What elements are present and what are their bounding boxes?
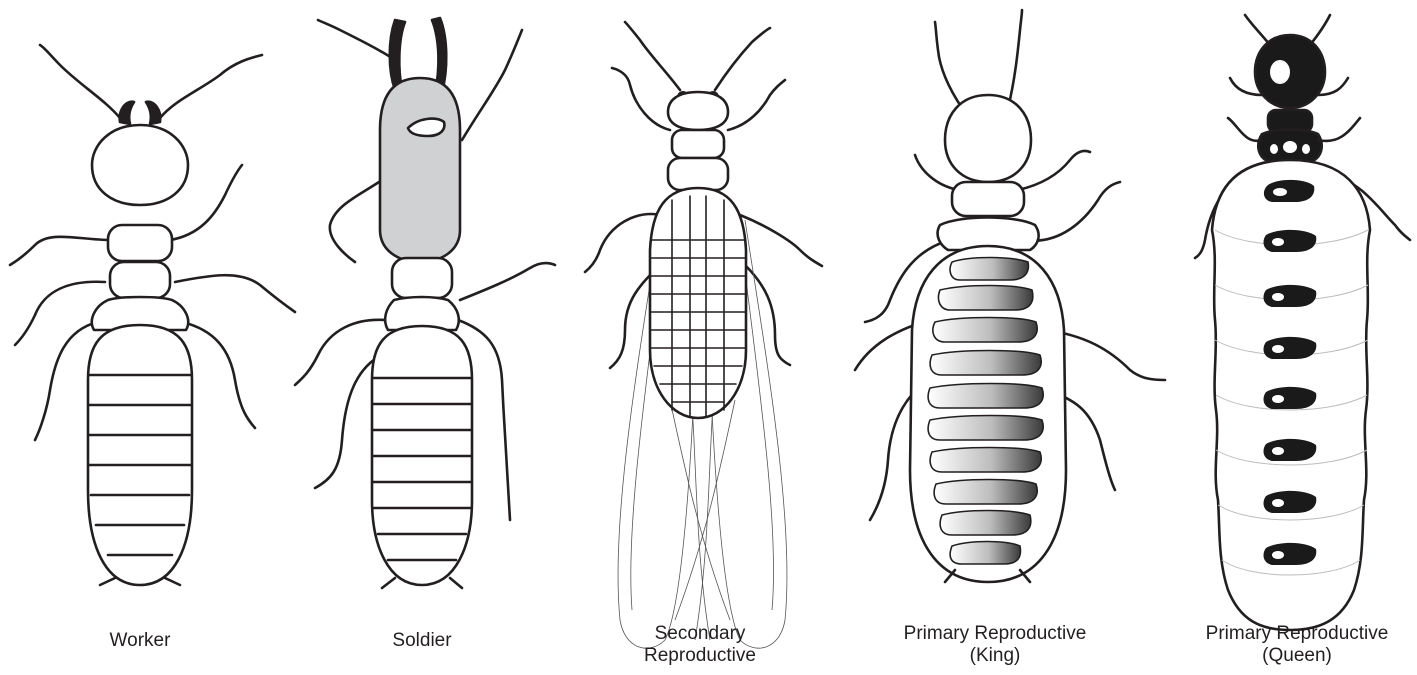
caption-worker-line-1: Worker — [80, 630, 200, 652]
caption-king-line-1: Primary Reproductive — [890, 623, 1100, 645]
caption-secondary-reproductive-line-2: Reproductive — [620, 645, 780, 667]
worker-termite — [10, 45, 295, 585]
caption-queen-line-2: (Queen) — [1192, 645, 1402, 667]
secondary-reproductive-termite — [585, 22, 822, 648]
caption-soldier-line-1: Soldier — [362, 630, 482, 652]
caption-queen-line-1: Primary Reproductive — [1192, 623, 1402, 645]
caption-king: Primary Reproductive (King) — [890, 623, 1100, 667]
soldier-termite — [295, 18, 555, 588]
caption-soldier: Soldier — [362, 630, 482, 652]
caption-worker: Worker — [80, 630, 200, 652]
caption-queen: Primary Reproductive (Queen) — [1192, 623, 1402, 667]
queen-termite — [1195, 15, 1410, 630]
caption-secondary-reproductive-line-1: Secondary — [620, 623, 780, 645]
king-termite — [855, 10, 1165, 582]
caption-secondary-reproductive: Secondary Reproductive — [620, 623, 780, 667]
caption-king-line-2: (King) — [890, 645, 1100, 667]
